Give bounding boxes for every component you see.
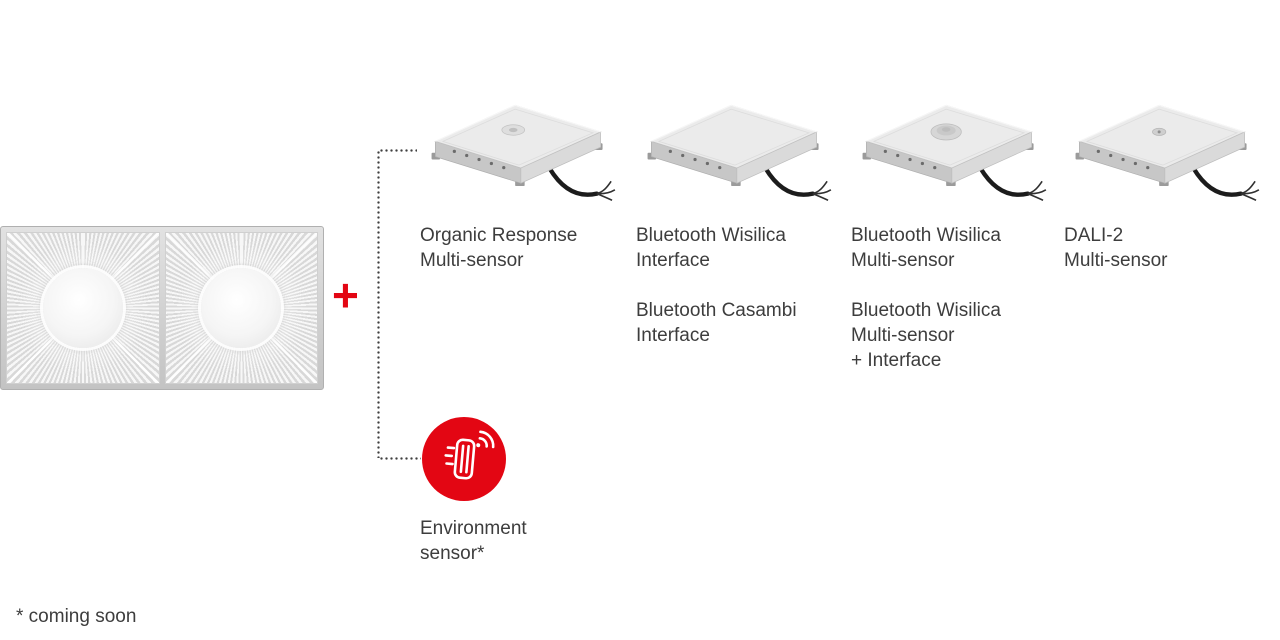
module-label: Bluetooth Wisilica Interface — [636, 225, 786, 271]
sensor-module-dome-icon — [849, 92, 1049, 206]
environment-sensor: Environment sensor* — [420, 417, 642, 566]
luminaire-lens-left — [42, 268, 123, 348]
plus-sign: + — [332, 269, 359, 321]
module-dali2-multi-sensor: DALI-2 Multi-sensor — [1062, 92, 1278, 273]
luminaire-frame — [0, 226, 324, 390]
environment-sensor-icon — [422, 417, 506, 501]
module-bluetooth-interface: Bluetooth Wisilica Interface Bluetooth C… — [634, 92, 850, 348]
module-bluetooth-multi-sensor: Bluetooth Wisilica Multi-sensor Bluetoot… — [849, 92, 1065, 373]
module-label-secondary: Bluetooth Casambi Interface — [636, 300, 797, 346]
dotted-connector-bottom — [379, 457, 421, 460]
module-label-secondary: Bluetooth Wisilica Multi-sensor + Interf… — [851, 300, 1001, 371]
environment-sensor-label: Environment sensor* — [420, 518, 527, 564]
luminaire-optic-left — [6, 232, 160, 384]
luminaire-optic-right — [164, 232, 318, 384]
module-label: Organic Response Multi-sensor — [420, 225, 578, 271]
module-organic-response: Organic Response Multi-sensor — [418, 92, 634, 273]
dotted-connector-top — [379, 149, 417, 152]
sensor-module-icon — [418, 92, 618, 206]
luminaire-image — [0, 226, 324, 390]
module-label: Bluetooth Wisilica Multi-sensor — [851, 225, 1001, 271]
sensor-module-icon — [634, 92, 834, 206]
dotted-connector-vertical — [377, 150, 380, 458]
sensor-module-dot-icon — [1062, 92, 1262, 206]
luminaire-lens-right — [201, 268, 282, 348]
footnote: * coming soon — [16, 606, 137, 627]
module-label: DALI-2 Multi-sensor — [1064, 225, 1168, 271]
